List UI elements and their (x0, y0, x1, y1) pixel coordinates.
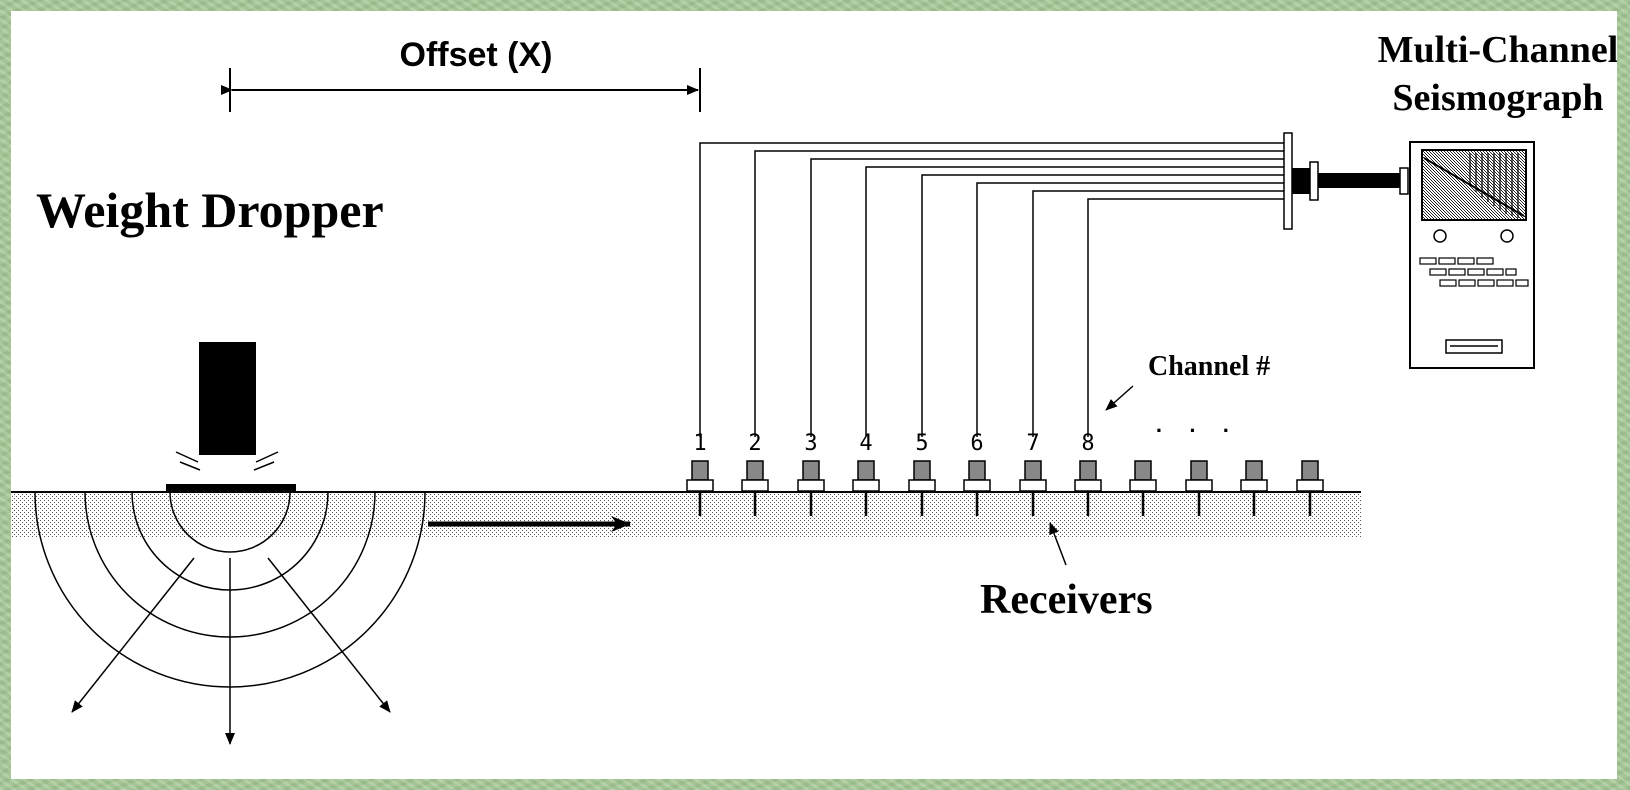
impact-lines (175, 451, 279, 471)
channel-number-4: 4 (859, 431, 872, 456)
receiver-geophone-2 (741, 460, 769, 516)
channel-number-2: 2 (748, 431, 761, 456)
receiver-geophone-8 (1074, 460, 1102, 516)
seismograph-knob-left (1433, 229, 1447, 243)
channel-pointer-arrow (1105, 385, 1134, 411)
cable-connector-plate (1283, 132, 1293, 230)
strike-plate (166, 484, 296, 492)
seismograph-keypad (1419, 257, 1529, 287)
channel-number-3: 3 (804, 431, 817, 456)
receiver-geophone-3 (797, 460, 825, 516)
ray-arrows (71, 557, 391, 745)
seismograph-title-line2: Seismograph (1392, 77, 1603, 119)
receiver-geophone-9 (1129, 460, 1157, 516)
seismograph-unit (1409, 141, 1535, 369)
channel-number-8: 8 (1081, 431, 1094, 456)
drop-weight (199, 342, 256, 455)
receiver-geophone-12 (1296, 460, 1324, 516)
receiver-geophone-6 (963, 460, 991, 516)
connector-ring (1309, 161, 1319, 201)
channel-number-6: 6 (970, 431, 983, 456)
receiver-geophone-11 (1240, 460, 1268, 516)
channel-label: Channel # (1148, 351, 1270, 382)
receivers-label: Receivers (980, 577, 1153, 623)
receiver-geophone-5 (908, 460, 936, 516)
main-cable (1318, 173, 1400, 188)
channel-ellipsis: · · · (1156, 418, 1240, 443)
receiver-geophone-10 (1185, 460, 1213, 516)
receiver-cables (699, 142, 1284, 437)
receiver-geophone-7 (1019, 460, 1047, 516)
seismograph-traces (1423, 153, 1525, 218)
receiver-geophone-1 (686, 460, 714, 516)
receivers-pointer-arrow (1049, 522, 1067, 566)
weight-dropper-label: Weight Dropper (36, 182, 384, 238)
seismograph-title-line1: Multi-Channel (1378, 29, 1617, 71)
seismograph-socket (1399, 167, 1409, 195)
receiver-geophone-4 (852, 460, 880, 516)
channel-number-5: 5 (915, 431, 928, 456)
connector-plug (1292, 168, 1310, 194)
receivers-group (686, 460, 1324, 516)
diagram-canvas: Offset (X) Weight Dropper (11, 11, 1617, 779)
channel-number-1: 1 (693, 431, 706, 456)
seismic-survey-diagram: Offset (X) Weight Dropper (11, 29, 1617, 745)
seismograph-knob-right (1500, 229, 1514, 243)
offset-label: Offset (X) (400, 36, 553, 74)
channel-numbers: 1 2 3 4 5 6 7 8 (693, 431, 1094, 456)
ground-layer (11, 492, 1361, 537)
channel-number-7: 7 (1026, 431, 1039, 456)
seismograph-screen (1421, 149, 1527, 221)
